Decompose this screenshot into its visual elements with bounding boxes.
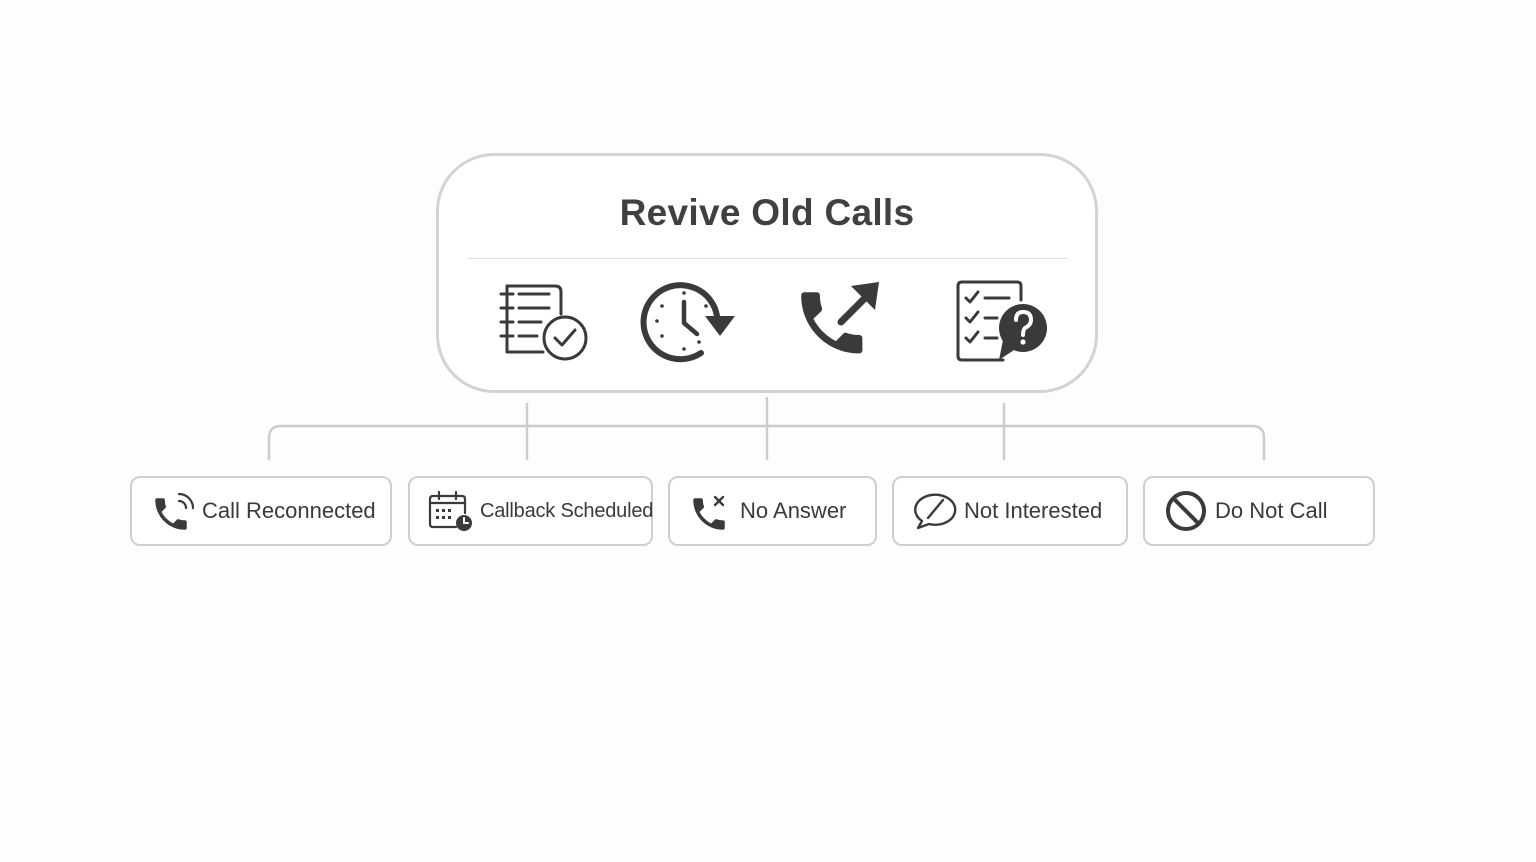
outcome-do-not-call[interactable]: Do Not Call [1143, 476, 1375, 546]
outcome-label: Do Not Call [1215, 498, 1328, 523]
title-divider [467, 258, 1067, 259]
outcome-call-reconnected[interactable]: Call Reconnected [130, 476, 392, 546]
outcome-not-interested[interactable]: Not Interested [892, 476, 1128, 546]
main-card: Revive Old Calls [436, 153, 1098, 393]
prohibited-icon [1163, 489, 1209, 533]
speech-bubble-slash-icon [912, 489, 958, 533]
outcome-no-answer[interactable]: No Answer [668, 476, 877, 546]
phone-outgoing-arrow-icon [789, 278, 885, 366]
call-list-checked-icon [497, 278, 593, 366]
outcome-callback-scheduled[interactable]: Callback Scheduled [408, 476, 653, 546]
outcome-label: No Answer [740, 498, 847, 523]
phone-missed-icon [688, 489, 734, 533]
clock-refresh-icon [639, 278, 735, 366]
outcome-label: Call Reconnected [202, 498, 376, 523]
main-title: Revive Old Calls [619, 192, 915, 233]
outcome-label: Callback Scheduled [480, 499, 654, 522]
checklist-question-icon [951, 278, 1047, 366]
outcome-label: Not Interested [964, 498, 1103, 523]
calendar-clock-icon [428, 489, 474, 533]
phone-ringing-icon [150, 489, 196, 533]
